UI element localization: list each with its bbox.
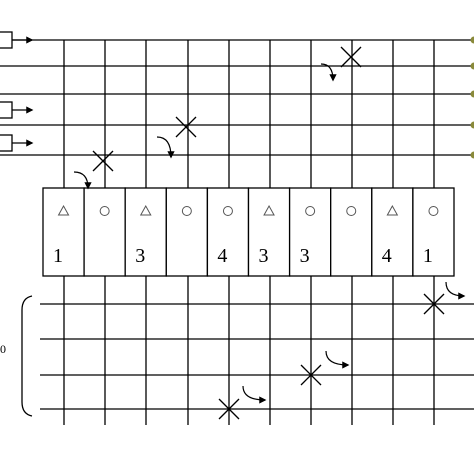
cell-box — [371, 187, 414, 277]
cell-number: 4 — [217, 245, 227, 267]
curved-arrow-icon — [242, 385, 267, 404]
brace-label: 0 — [0, 342, 6, 356]
cell: 1 — [412, 187, 455, 277]
cell: 3 — [288, 187, 332, 277]
circle-icon — [305, 206, 316, 216]
curved-arrow-icon — [320, 63, 337, 82]
input-arrows — [0, 31, 34, 152]
dot-icon — [470, 62, 474, 70]
circle-icon — [99, 206, 110, 216]
triangle-icon — [57, 204, 70, 216]
cell-box — [412, 187, 455, 277]
cell-number: 1 — [423, 245, 433, 267]
curved-arrow-icon — [73, 171, 92, 190]
triangle-icon — [139, 204, 152, 216]
cross-icon — [92, 150, 114, 172]
curved-arrow-icon — [445, 281, 466, 300]
dot-icon — [470, 121, 474, 129]
left-brace: 0 — [0, 295, 33, 417]
cell-number: 1 — [53, 245, 63, 267]
cell-box — [42, 187, 85, 277]
brace-icon — [21, 295, 33, 417]
curved-arrow-icon — [156, 136, 175, 159]
cell-number: 3 — [259, 245, 269, 267]
bottom-grid — [40, 276, 474, 425]
cell-box — [247, 187, 291, 277]
cell-box — [83, 187, 126, 277]
right-dots — [470, 36, 474, 159]
cell-number: 4 — [382, 245, 392, 267]
circle-icon — [181, 206, 192, 216]
dot-icon — [470, 36, 474, 44]
dot-icon — [470, 90, 474, 98]
cell-box — [165, 187, 209, 277]
cell-box — [206, 187, 250, 277]
cell — [83, 187, 126, 277]
cross-icon — [423, 293, 445, 315]
cell-number: 3 — [300, 245, 310, 267]
cell-number: 3 — [135, 245, 145, 267]
cell-box — [124, 187, 167, 277]
top-grid — [0, 39, 474, 188]
cross-icon — [175, 116, 197, 138]
dot-icon — [470, 151, 474, 159]
circle-icon — [428, 206, 439, 216]
cell: 1 — [42, 187, 85, 277]
cell-box — [330, 187, 373, 277]
curved-arrow-icon — [325, 350, 350, 369]
cell — [165, 187, 209, 277]
input-box — [0, 31, 13, 49]
triangle-icon — [386, 204, 399, 216]
input-box — [0, 101, 13, 119]
cell: 4 — [371, 187, 414, 277]
input-box — [0, 134, 13, 152]
cross-icon — [300, 364, 322, 386]
circle-icon — [346, 206, 357, 216]
circle-icon — [222, 206, 233, 216]
cell: 3 — [124, 187, 167, 277]
cell: 4 — [206, 187, 250, 277]
cross-icon — [340, 46, 362, 68]
cross-icon — [218, 398, 240, 420]
cell-box — [288, 187, 332, 277]
cell-strip: 1 3 4 3 3 4 1 — [42, 187, 455, 277]
collision-marks — [73, 46, 466, 420]
cell: 3 — [247, 187, 291, 277]
cell — [330, 187, 373, 277]
triangle-icon — [263, 204, 275, 216]
